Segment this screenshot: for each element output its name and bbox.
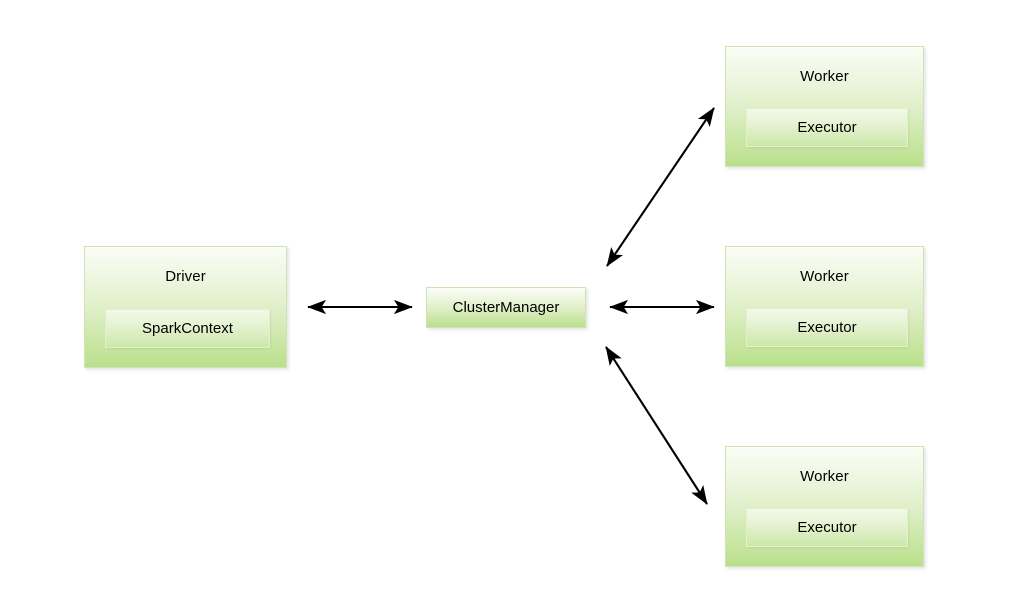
node-driver-title: Driver [165, 268, 206, 285]
node-sparkcontext[interactable]: SparkContext [105, 309, 270, 348]
node-worker-2[interactable]: Worker Executor [725, 246, 924, 367]
node-executor-1[interactable]: Executor [746, 108, 908, 147]
node-driver[interactable]: Driver SparkContext [84, 246, 287, 368]
node-worker-3-title: Worker [800, 468, 849, 485]
node-worker-1[interactable]: Worker Executor [725, 46, 924, 167]
node-executor-3[interactable]: Executor [746, 508, 908, 547]
node-worker-1-title: Worker [800, 68, 849, 85]
node-executor-3-label: Executor [797, 518, 857, 536]
node-cluster-manager[interactable]: ClusterManager [426, 287, 586, 328]
edge-clustermanager-worker-3 [605, 346, 708, 505]
node-executor-2[interactable]: Executor [746, 308, 908, 347]
node-sparkcontext-label: SparkContext [142, 319, 233, 337]
node-executor-1-label: Executor [797, 118, 857, 136]
node-cluster-manager-label: ClusterManager [452, 298, 560, 316]
node-executor-2-label: Executor [797, 318, 857, 336]
edge-clustermanager-worker-1 [606, 107, 715, 267]
node-worker-3[interactable]: Worker Executor [725, 446, 924, 567]
node-worker-2-title: Worker [800, 268, 849, 285]
